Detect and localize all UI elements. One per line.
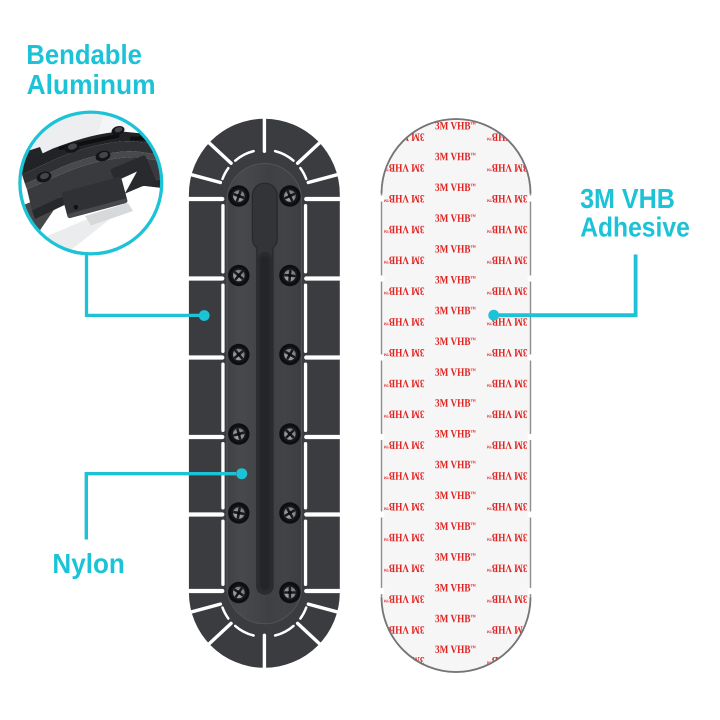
svg-text:3M VHB: 3M VHB	[580, 183, 675, 214]
svg-text:Aluminum: Aluminum	[27, 69, 156, 100]
svg-text:Adhesive: Adhesive	[580, 212, 690, 243]
svg-text:Bendable: Bendable	[26, 39, 142, 70]
svg-text:Nylon: Nylon	[52, 548, 124, 579]
